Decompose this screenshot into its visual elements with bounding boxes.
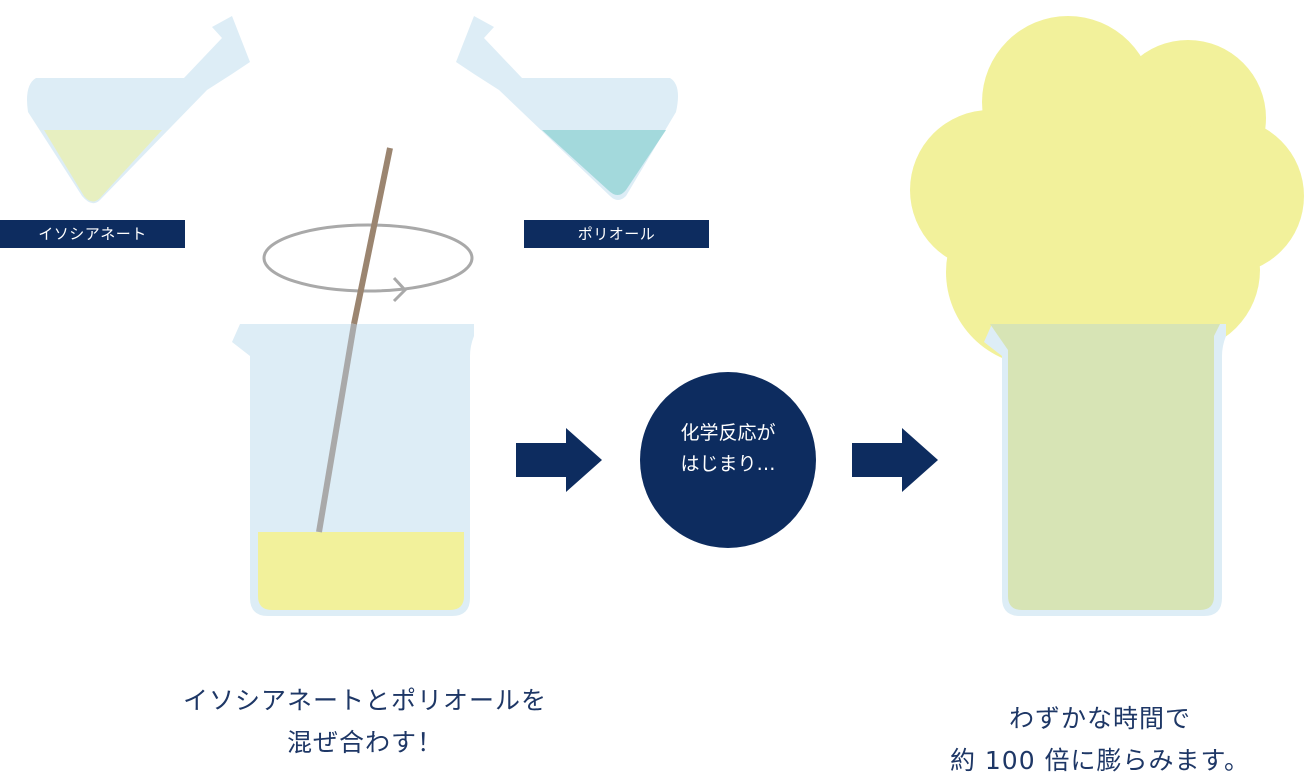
mixed-liquid bbox=[258, 532, 464, 610]
expanded-liquid bbox=[990, 324, 1220, 610]
polyol-liquid bbox=[542, 130, 666, 195]
isocyanate-flask bbox=[27, 16, 250, 204]
polyol-flask bbox=[456, 16, 678, 200]
stirring-rod bbox=[316, 147, 393, 533]
isocyanate-flask-glass bbox=[27, 16, 250, 204]
mixing-beaker bbox=[232, 324, 474, 616]
isocyanate-label: イソシアネート bbox=[0, 220, 185, 248]
isocyanate-liquid bbox=[44, 130, 162, 202]
arrow-right-icon-2 bbox=[852, 428, 938, 492]
rotation-arrow-icon bbox=[262, 223, 474, 303]
expanded-foam bbox=[910, 16, 1304, 366]
expand-caption-line-1: わずかな時間で bbox=[1008, 704, 1191, 733]
polyol-flask-glass bbox=[456, 16, 678, 200]
mix-caption: イソシアネートとポリオールを 混ぜ合わす！ bbox=[130, 680, 600, 764]
reaction-text: 化学反応が はじまり… bbox=[640, 418, 816, 480]
polyol-label: ポリオール bbox=[524, 220, 709, 248]
expand-caption-line-2: 約 100 倍に膨らみます。 bbox=[949, 746, 1251, 775]
reaction-text-line-2: はじまり… bbox=[680, 453, 776, 475]
reaction-circle bbox=[640, 372, 816, 548]
expanded-beaker bbox=[984, 324, 1226, 616]
expand-caption: わずかな時間で 約 100 倍に膨らみます。 bbox=[900, 698, 1300, 782]
arrow-right-icon-1 bbox=[516, 428, 602, 492]
mix-caption-line-2: 混ぜ合わす！ bbox=[286, 728, 443, 757]
reaction-text-line-1: 化学反応が bbox=[680, 422, 776, 444]
mix-caption-line-1: イソシアネートとポリオールを bbox=[182, 686, 547, 715]
